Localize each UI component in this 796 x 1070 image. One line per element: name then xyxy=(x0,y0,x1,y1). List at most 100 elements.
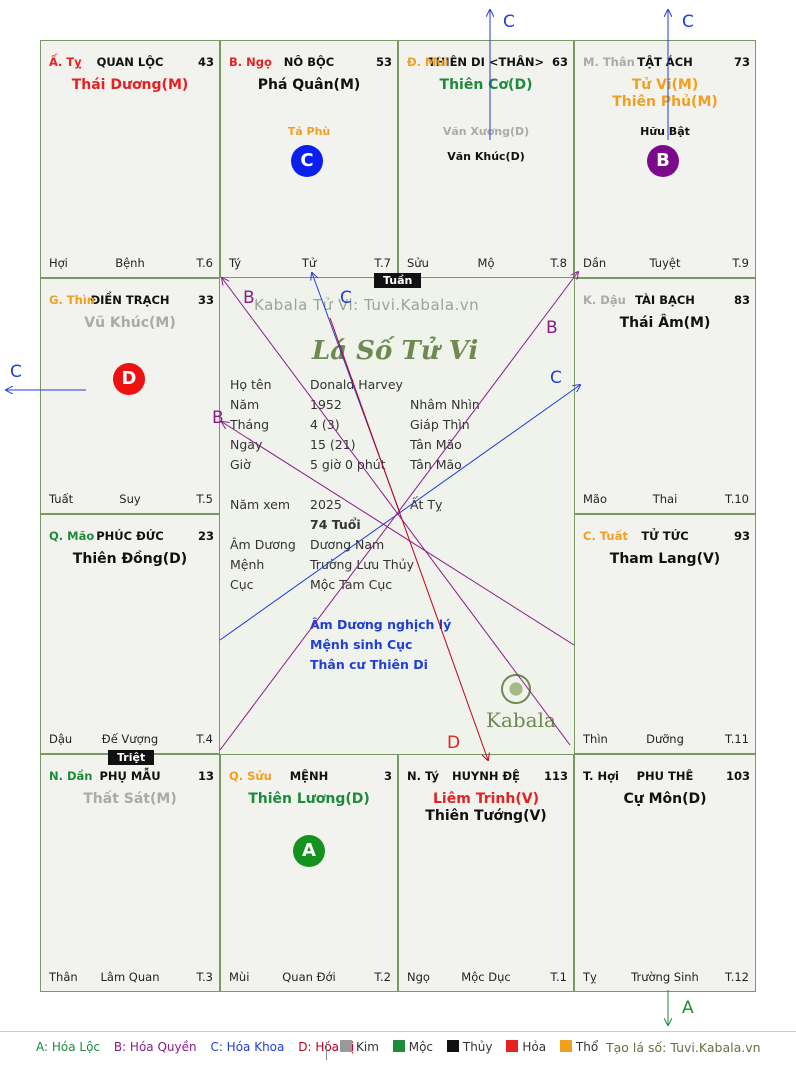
arrow-label-c: C xyxy=(340,288,352,308)
site-link[interactable]: Tạo lá số: Tuvi.Kabala.vn xyxy=(606,1040,761,1055)
footer-right: T.3 xyxy=(196,970,213,984)
legend-separator xyxy=(326,1042,327,1060)
palace-can-chi: N. Tý xyxy=(407,769,439,783)
main-star: Thiên Lương(D) xyxy=(248,791,370,807)
main-star: Thái Dương(M) xyxy=(71,77,189,93)
palace-name: ĐIỀN TRẠCH xyxy=(90,293,170,307)
footer-center: Đế Vượng xyxy=(101,732,159,746)
main-star: Tử Vi(M) xyxy=(631,77,699,93)
swatch-icon xyxy=(506,1040,519,1052)
palace-can-chi: Q. Mão xyxy=(49,529,95,543)
footer-left: Tý xyxy=(229,256,242,270)
arrow-label-b: B xyxy=(546,318,558,338)
footer-center: Suy xyxy=(119,492,141,506)
main-star: Tham Lang(V) xyxy=(609,551,721,567)
palace-can-chi: N. Dần xyxy=(49,769,93,783)
main-star: Thái Âm(M) xyxy=(619,315,711,331)
footer-left: Mùi xyxy=(229,970,250,984)
palace-name: HUYNH ĐỆ xyxy=(451,769,521,783)
legend-kim-label: Kim xyxy=(356,1040,379,1054)
palace-age: 3 xyxy=(383,769,392,783)
legend-kim: Kim xyxy=(340,1040,379,1054)
palace-can-chi: Q. Sửu xyxy=(229,769,272,783)
info-extra: Tân Mão xyxy=(410,437,462,452)
footer-left: Sửu xyxy=(407,256,429,270)
minor-star: Văn Xương(D) xyxy=(442,125,530,138)
hoa-badge-b: B xyxy=(647,145,679,177)
hoa-badge-c: C xyxy=(291,145,323,177)
legend-divider xyxy=(0,1031,796,1032)
logo-text: Kabala xyxy=(486,708,556,732)
footer-right: T.9 xyxy=(732,256,749,270)
legend-elements: Kim Mộc Thủy Hỏa Thổ xyxy=(340,1040,598,1060)
palace-name: NÔ BỘC xyxy=(283,55,335,69)
palace-name: THIÊN DI <THÂN> xyxy=(427,55,545,69)
palace-can-chi: K. Dậu xyxy=(583,293,626,307)
site-watermark: Kabala Tử Vi: Tuvi.Kabala.vn xyxy=(254,296,480,314)
palace-can-chi: B. Ngọ xyxy=(229,55,272,69)
palace-name: PHU THÊ xyxy=(636,769,694,783)
center-info-panel: Kabala Tử Vi: Tuvi.Kabala.vn Lá Số Tử Vi… xyxy=(220,278,574,754)
main-star: Thiên Cơ(D) xyxy=(439,77,533,93)
main-star: Thiên Tướng(V) xyxy=(425,808,547,824)
info-extra: Nhâm Nhìn xyxy=(410,397,480,412)
legend-hoa-element: Hỏa xyxy=(506,1040,546,1054)
info-value: 1952 xyxy=(310,397,342,412)
footer-left: Dần xyxy=(583,256,607,270)
minor-star: Văn Khúc(D) xyxy=(447,150,525,163)
legend-tho-label: Thổ xyxy=(575,1040,599,1054)
footer-left: Dậu xyxy=(49,732,73,746)
main-star: Liêm Trinh(V) xyxy=(433,791,539,807)
info-value: 15 (21) xyxy=(310,437,356,452)
footer-center: Mộc Dục xyxy=(461,970,511,984)
palace-can-chi: T. Hợi xyxy=(583,769,619,783)
footer-right: T.5 xyxy=(196,492,213,506)
palace-age: 73 xyxy=(733,55,750,69)
arrow-label-a: A xyxy=(682,998,694,1018)
arrow-line xyxy=(222,278,571,746)
swatch-icon xyxy=(340,1040,352,1052)
footer-right: T.12 xyxy=(725,970,749,984)
legend-thuy: Thủy xyxy=(446,1040,493,1054)
palace-can-chi: G. Thìn xyxy=(49,293,95,307)
info-extra: Tân Mão xyxy=(410,457,462,472)
tree-icon xyxy=(501,674,531,704)
palace-name: PHÚC ĐỨC xyxy=(96,529,164,543)
palace-name: TÀI BẠCH xyxy=(635,293,695,307)
info-value: Donald Harvey xyxy=(310,377,403,392)
arrow-label-d: D xyxy=(447,733,461,753)
info-label: Họ tên xyxy=(230,377,272,392)
info-value: Dương Nam xyxy=(310,537,385,552)
main-star: Thất Sát(M) xyxy=(83,791,177,807)
footer-left: Mão xyxy=(583,492,608,506)
palace-can-chi: Ấ. Tỵ xyxy=(49,55,82,69)
legend-thuy-label: Thủy xyxy=(462,1040,493,1054)
info-value: 5 giờ 0 phút xyxy=(310,457,386,472)
info-extra: Giáp Thìn xyxy=(410,417,470,432)
info-value: Trường Lưu Thủy xyxy=(310,557,414,572)
main-star: Vũ Khúc(M) xyxy=(84,315,176,331)
